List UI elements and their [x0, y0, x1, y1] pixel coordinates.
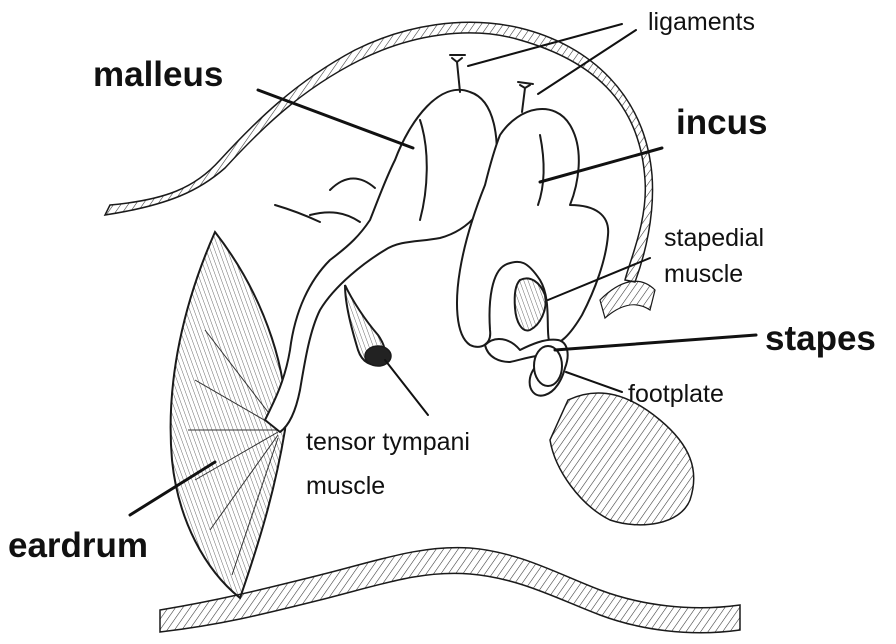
leader-footplate [566, 372, 622, 392]
label-eardrum: eardrum [8, 526, 148, 565]
label-stapedial-line2: muscle [664, 260, 743, 288]
leader-tensor [385, 360, 428, 415]
label-tensor-line2: muscle [306, 472, 385, 500]
stapes-bone [485, 339, 568, 396]
label-ligaments: ligaments [648, 8, 755, 36]
leader-stapes [555, 335, 756, 350]
leader-malleus [258, 90, 413, 148]
tensor-tympani-muscle [345, 285, 391, 366]
label-incus: incus [676, 103, 767, 142]
stapedial-muscle [515, 278, 546, 330]
labels: malleus incus stapes eardrum ligaments s… [8, 8, 876, 565]
label-malleus: malleus [93, 55, 223, 94]
label-stapedial-line1: stapedial [664, 224, 764, 252]
label-tensor-line1: tensor tympani [306, 428, 470, 456]
label-footplate: footplate [628, 380, 724, 408]
label-stapes: stapes [765, 319, 876, 358]
